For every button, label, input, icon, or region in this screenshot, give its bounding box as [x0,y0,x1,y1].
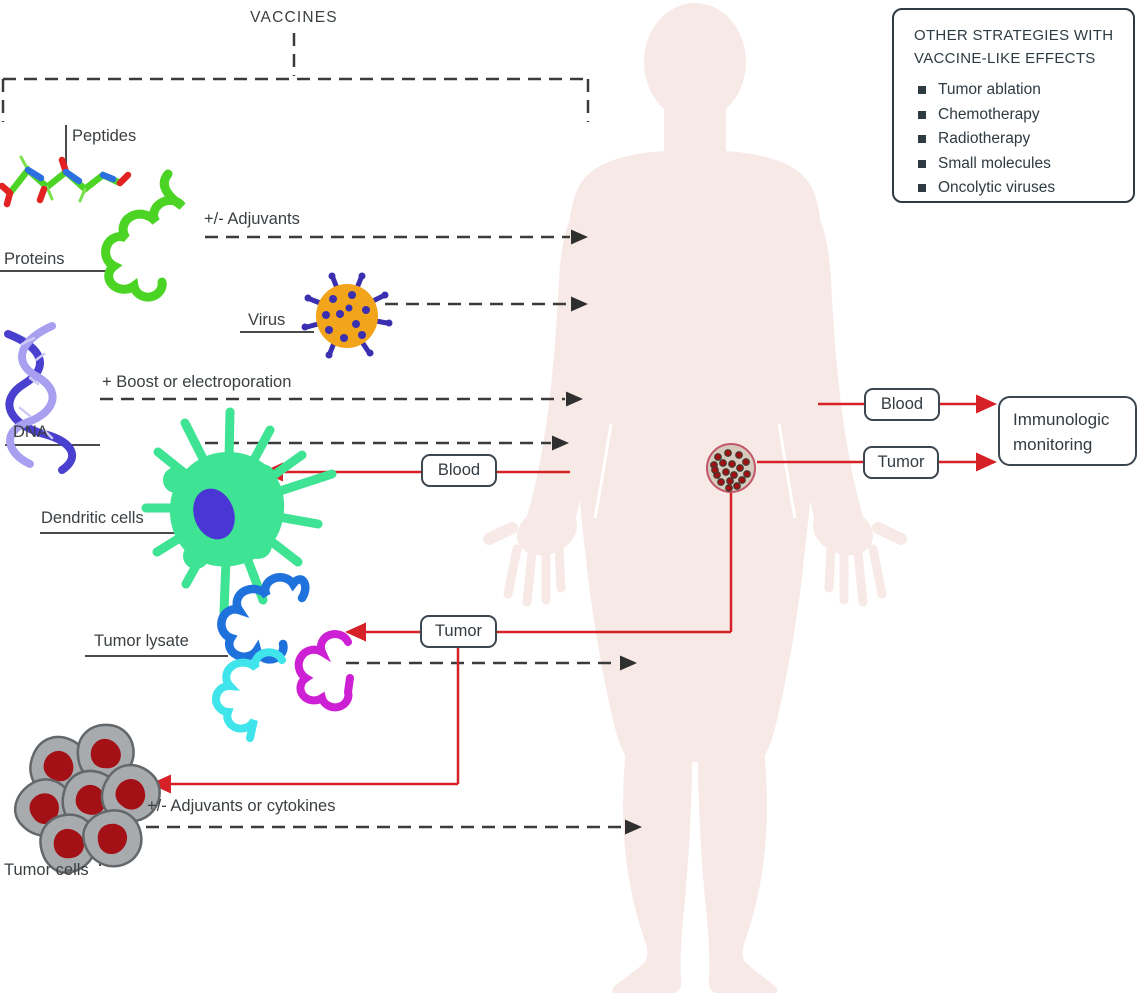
label-proteins: Proteins [4,250,65,268]
protein-icon [101,169,186,302]
strategy-item: Small molecules [918,155,1119,173]
dendritic-cell-icon [141,407,337,617]
strategy-item: Oncolytic viruses [918,179,1119,197]
other-strategies-title: OTHER STRATEGIES WITH VACCINE-LIKE EFFEC… [914,27,1114,67]
lysate-magenta-squiggle [294,630,354,712]
tumor-cell [100,763,161,823]
tumor-lysate-icon [212,573,354,742]
label-tumor-cells: Tumor cells [4,861,89,879]
blood-box-left: Blood [421,454,497,487]
label-dendritic-cells: Dendritic cells [41,509,144,527]
tumor-cell [39,813,98,874]
dashed-arrowheads [552,229,642,835]
other-strategies-box: OTHER STRATEGIES WITH VACCINE-LIKE EFFEC… [892,8,1135,203]
strategy-item: Radiotherapy [918,130,1119,148]
tumor-cells-icon [13,723,161,874]
bullet-square-icon [918,159,926,168]
tumor-box-left: Tumor [420,615,497,648]
right-hand [812,506,907,607]
bullet-square-icon [918,135,926,143]
lysate-blue-squiggle [217,573,310,664]
label-boost: + Boost or electroporation [102,373,292,391]
bullet-square-icon [918,86,926,94]
label-virus: Virus [248,311,286,329]
vaccines-bracket [1,33,590,122]
strategy-item-label: Chemotherapy [938,105,1040,123]
peptide-icon [0,155,132,208]
label-peptides: Peptides [72,127,137,145]
strategy-item-label: Oncolytic viruses [938,179,1056,196]
label-adjuvants-cytokines: +/- Adjuvants or cytokines [147,797,336,815]
strategy-item: Chemotherapy [918,106,1119,124]
body-tumor-icon [706,443,756,493]
tumor-cell [82,809,143,868]
label-dna: DNA [13,423,48,441]
left-hand [483,506,578,607]
bullet-square-icon [918,110,926,119]
strategy-item-label: Radiotherapy [938,130,1031,147]
label-pointer-lines [0,125,314,866]
dashed-arrows [100,235,624,829]
strategy-item: Tumor ablation [918,81,1119,99]
strategy-item-label: Small molecules [938,154,1051,172]
label-adjuvants: +/- Adjuvants [204,210,300,228]
lysate-cyan-squiggle [212,648,286,742]
immunologic-monitoring-box: Immunologic monitoring [998,396,1137,466]
bullet-square-icon [918,184,926,192]
dendritic-nucleus [193,488,235,540]
strategy-item-label: Tumor ablation [938,81,1041,98]
dna-icon [4,322,76,474]
body-silhouette [483,3,907,993]
vaccines-title: VACCINES [250,9,338,26]
label-tumor-lysate: Tumor lysate [94,632,189,650]
blood-box-right: Blood [864,388,940,421]
virus-icon [301,272,393,359]
tumor-box-right: Tumor [863,446,939,479]
